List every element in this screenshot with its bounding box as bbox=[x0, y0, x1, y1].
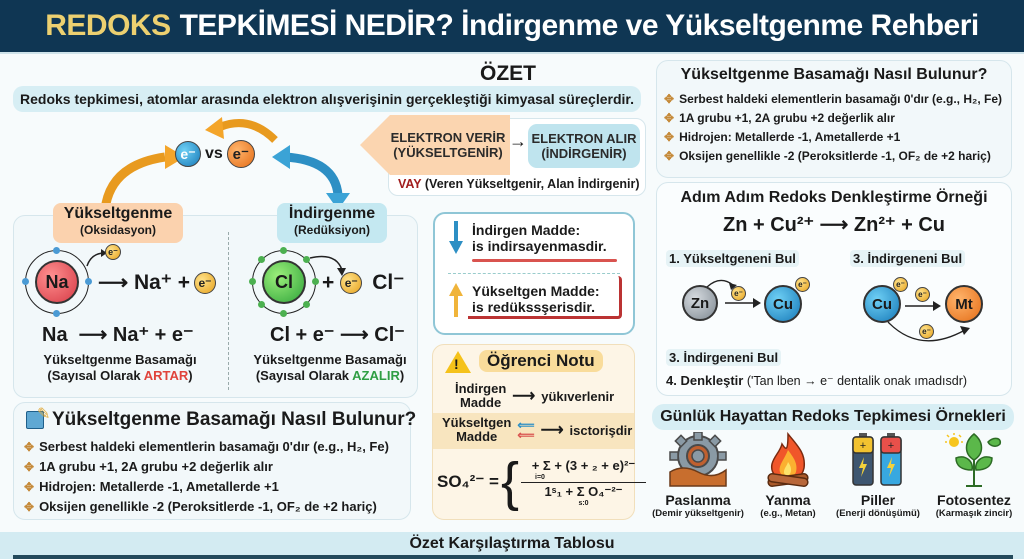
definition-banner: Redoks tepkimesi, atomlar arasında elekt… bbox=[13, 86, 641, 112]
oxidizing-agent: Yükseltgen Madde: is redükssşerisdir. bbox=[472, 283, 600, 315]
oxidation-note: Yükseltgenme Basamağı (Sayısal Olarak AR… bbox=[43, 352, 197, 383]
list-item: ✥Serbest haldeki elementlerin basamağı 0… bbox=[664, 92, 1003, 106]
warning-icon bbox=[445, 351, 471, 373]
examples-title: Günlük Hayattan Redoks Tepkimesi Örnekle… bbox=[660, 408, 1006, 425]
step-2: 3. İndirgeneni Bul bbox=[850, 250, 966, 267]
student-note-title: Öğrenci Notu bbox=[479, 350, 603, 372]
up-arrow-icon bbox=[449, 283, 463, 317]
zinc-atom: Zn bbox=[682, 285, 718, 321]
electron-icon: e⁻ bbox=[193, 271, 216, 294]
electron-orange-icon: e⁻ bbox=[226, 140, 255, 168]
reduction-label: İndirgenme (Redüksiyon) bbox=[277, 203, 387, 243]
footer-banner: Özet Karşılaştırma Tablosu bbox=[0, 532, 1024, 559]
bracket-red bbox=[468, 276, 622, 319]
examples-title-banner: Günlük Hayattan Redoks Tepkimesi Örnekle… bbox=[652, 404, 1014, 430]
takes-electron: ELEKTRON ALIR (İNDİRGENİR) bbox=[528, 124, 640, 168]
na-orbit-dots bbox=[22, 247, 92, 317]
example-combustion: Yanma (e.g., Metan) bbox=[748, 431, 828, 530]
electron-icon: e⁻ bbox=[915, 287, 930, 302]
footer-bar bbox=[13, 555, 1013, 559]
metal-atom: Mt bbox=[945, 285, 983, 323]
cl-orbit-dots bbox=[249, 247, 319, 317]
rules-panel-left bbox=[13, 402, 411, 520]
list-item: ✥Serbest haldeki elementlerin basamağı 0… bbox=[24, 439, 389, 454]
note-row-2-bg bbox=[433, 413, 634, 449]
definition-text: Redoks tepkimesi, atomlar arasında elekt… bbox=[20, 91, 634, 107]
sulfate-formula: SO₄²⁻ = { + Σ + (3 + ₂ + e)²⁻ i=0 1ˢ₁ + … bbox=[437, 455, 646, 509]
underline-red bbox=[472, 259, 617, 262]
gives-electron: ELEKTRON VERİR (YÜKSELTGENİR) bbox=[390, 130, 506, 160]
sodium-atom: Na bbox=[35, 260, 79, 304]
reduction-note: Yükseltgenme Basamağı (Sayısal Olarak AZ… bbox=[253, 352, 407, 383]
example-photosynthesis: Fotosentez (Karmaşık zincir) bbox=[928, 432, 1020, 530]
vay-mnemonic: VAY (Veren Yükseltgenir, Alan İndirgenir… bbox=[398, 177, 640, 191]
reducing-agent: İndirgen Madde: is indirsayenmasdir. bbox=[472, 222, 607, 254]
cu-to-mt-arrows-icon bbox=[887, 301, 970, 342]
rules-title-left: Yükseltgenme Basamağı Nasıl Bulunur? bbox=[52, 409, 417, 430]
summary-title: ÖZET bbox=[480, 62, 536, 85]
chlorine-atom: Cl bbox=[262, 260, 306, 304]
dashed-divider bbox=[228, 232, 229, 390]
vs-label: vs bbox=[205, 145, 223, 162]
list-item: ✥1A grubu +1, 2A grubu +2 değerlik alır bbox=[24, 459, 273, 474]
title-highlight: REDOKS bbox=[45, 9, 171, 42]
example-batteries: + + Piller (Enerji dönüşümü) bbox=[832, 432, 924, 530]
electron-leave-arrow-icon bbox=[86, 249, 107, 267]
copper-atom: Cu bbox=[764, 285, 802, 323]
electron-blue-icon: e⁻ bbox=[175, 141, 201, 167]
fire-icon bbox=[767, 431, 809, 487]
rules-list-left: ✥Serbest haldeki elementlerin basamağı 0… bbox=[24, 437, 389, 517]
cl-diagram-product: + e⁻ Cl⁻ bbox=[322, 270, 405, 295]
rules-panel-right bbox=[656, 60, 1012, 178]
example-rusting: Paslanma (Demir yükseltgenir) bbox=[652, 431, 744, 530]
step-1: 1. Yükseltgeneni Bul bbox=[666, 250, 799, 267]
step-3: 3. İndirgeneni Bul bbox=[666, 349, 782, 366]
page-title: TEPKİMESİ NEDİR? İndirgenme ve Yükseltge… bbox=[179, 9, 980, 42]
list-item: ✥1A grubu +1, 2A grubu +2 değerlik alır bbox=[664, 111, 895, 125]
redox-panel bbox=[13, 215, 418, 398]
page-header: REDOKS TEPKİMESİ NEDİR? İndirgenme ve Yü… bbox=[0, 0, 1024, 54]
steps-equation: Zn + Cu²⁺ ⟶ Zn²⁺ + Cu bbox=[723, 214, 945, 236]
list-item: ✥Oksijen genellikle -2 (Peroksitlerde -1… bbox=[664, 149, 991, 163]
step-4: 4. Denkleştir ('Tan lben → e⁻ dentalik o… bbox=[666, 373, 968, 388]
notepad-icon bbox=[26, 411, 44, 429]
na-diagram-product: ⟶ Na⁺ + e⁻ bbox=[98, 270, 216, 295]
electron-icon: e⁻ bbox=[795, 277, 810, 292]
list-item: ✥Hidrojen: Metallerde -1, Ametallerde +1 bbox=[24, 479, 279, 494]
plant-sun-icon bbox=[945, 433, 1002, 487]
battery-icon: + + bbox=[852, 433, 902, 486]
swap-arrows-icon: ⟸⟸ bbox=[517, 418, 535, 442]
svg-text:+: + bbox=[860, 440, 866, 452]
footer-title: Özet Karşılaştırma Tablosu bbox=[409, 535, 615, 552]
dashed-separator bbox=[448, 273, 620, 274]
rules-list-right: ✥Serbest haldeki elementlerin basamağı 0… bbox=[664, 90, 1002, 166]
electron-icon: e⁻ bbox=[893, 277, 908, 292]
svg-text:+: + bbox=[888, 440, 894, 452]
oxidation-equation: Na ⟶ Na⁺ + e⁻ bbox=[42, 324, 194, 346]
left-arrow-icon bbox=[360, 115, 510, 175]
examples-row: Paslanma (Demir yükseltgenir) Yanma (e.g… bbox=[650, 431, 1022, 530]
down-arrow-icon bbox=[449, 221, 463, 254]
electron-gain-arrow-icon bbox=[309, 255, 346, 276]
list-item: ✥Oksijen genellikle -2 (Peroksitlerde -1… bbox=[24, 499, 377, 514]
list-item: ✥Hidrojen: Metallerde -1, Ametallerde +1 bbox=[664, 130, 901, 144]
electron-icon: e⁻ bbox=[105, 244, 121, 260]
copper-atom-2: Cu bbox=[863, 285, 901, 323]
electron-icon: e⁻ bbox=[731, 286, 746, 301]
rules-title-right: Yükseltgenme Basamağı Nasıl Bulunur? bbox=[680, 66, 988, 83]
arrow-right: → bbox=[509, 131, 527, 151]
oxidation-label: Yükseltgenme (Oksidasyon) bbox=[53, 203, 183, 243]
electron-compare: e⁻ vs e⁻ bbox=[175, 140, 255, 168]
rusty-gear-icon bbox=[669, 431, 727, 487]
electron-icon: e⁻ bbox=[340, 271, 363, 294]
electron-icon: e⁻ bbox=[919, 324, 934, 339]
reduction-equation: Cl + e⁻ ⟶ Cl⁻ bbox=[270, 324, 405, 346]
steps-title: Adım Adım Redoks Denkleştirme Örneği bbox=[680, 189, 988, 206]
